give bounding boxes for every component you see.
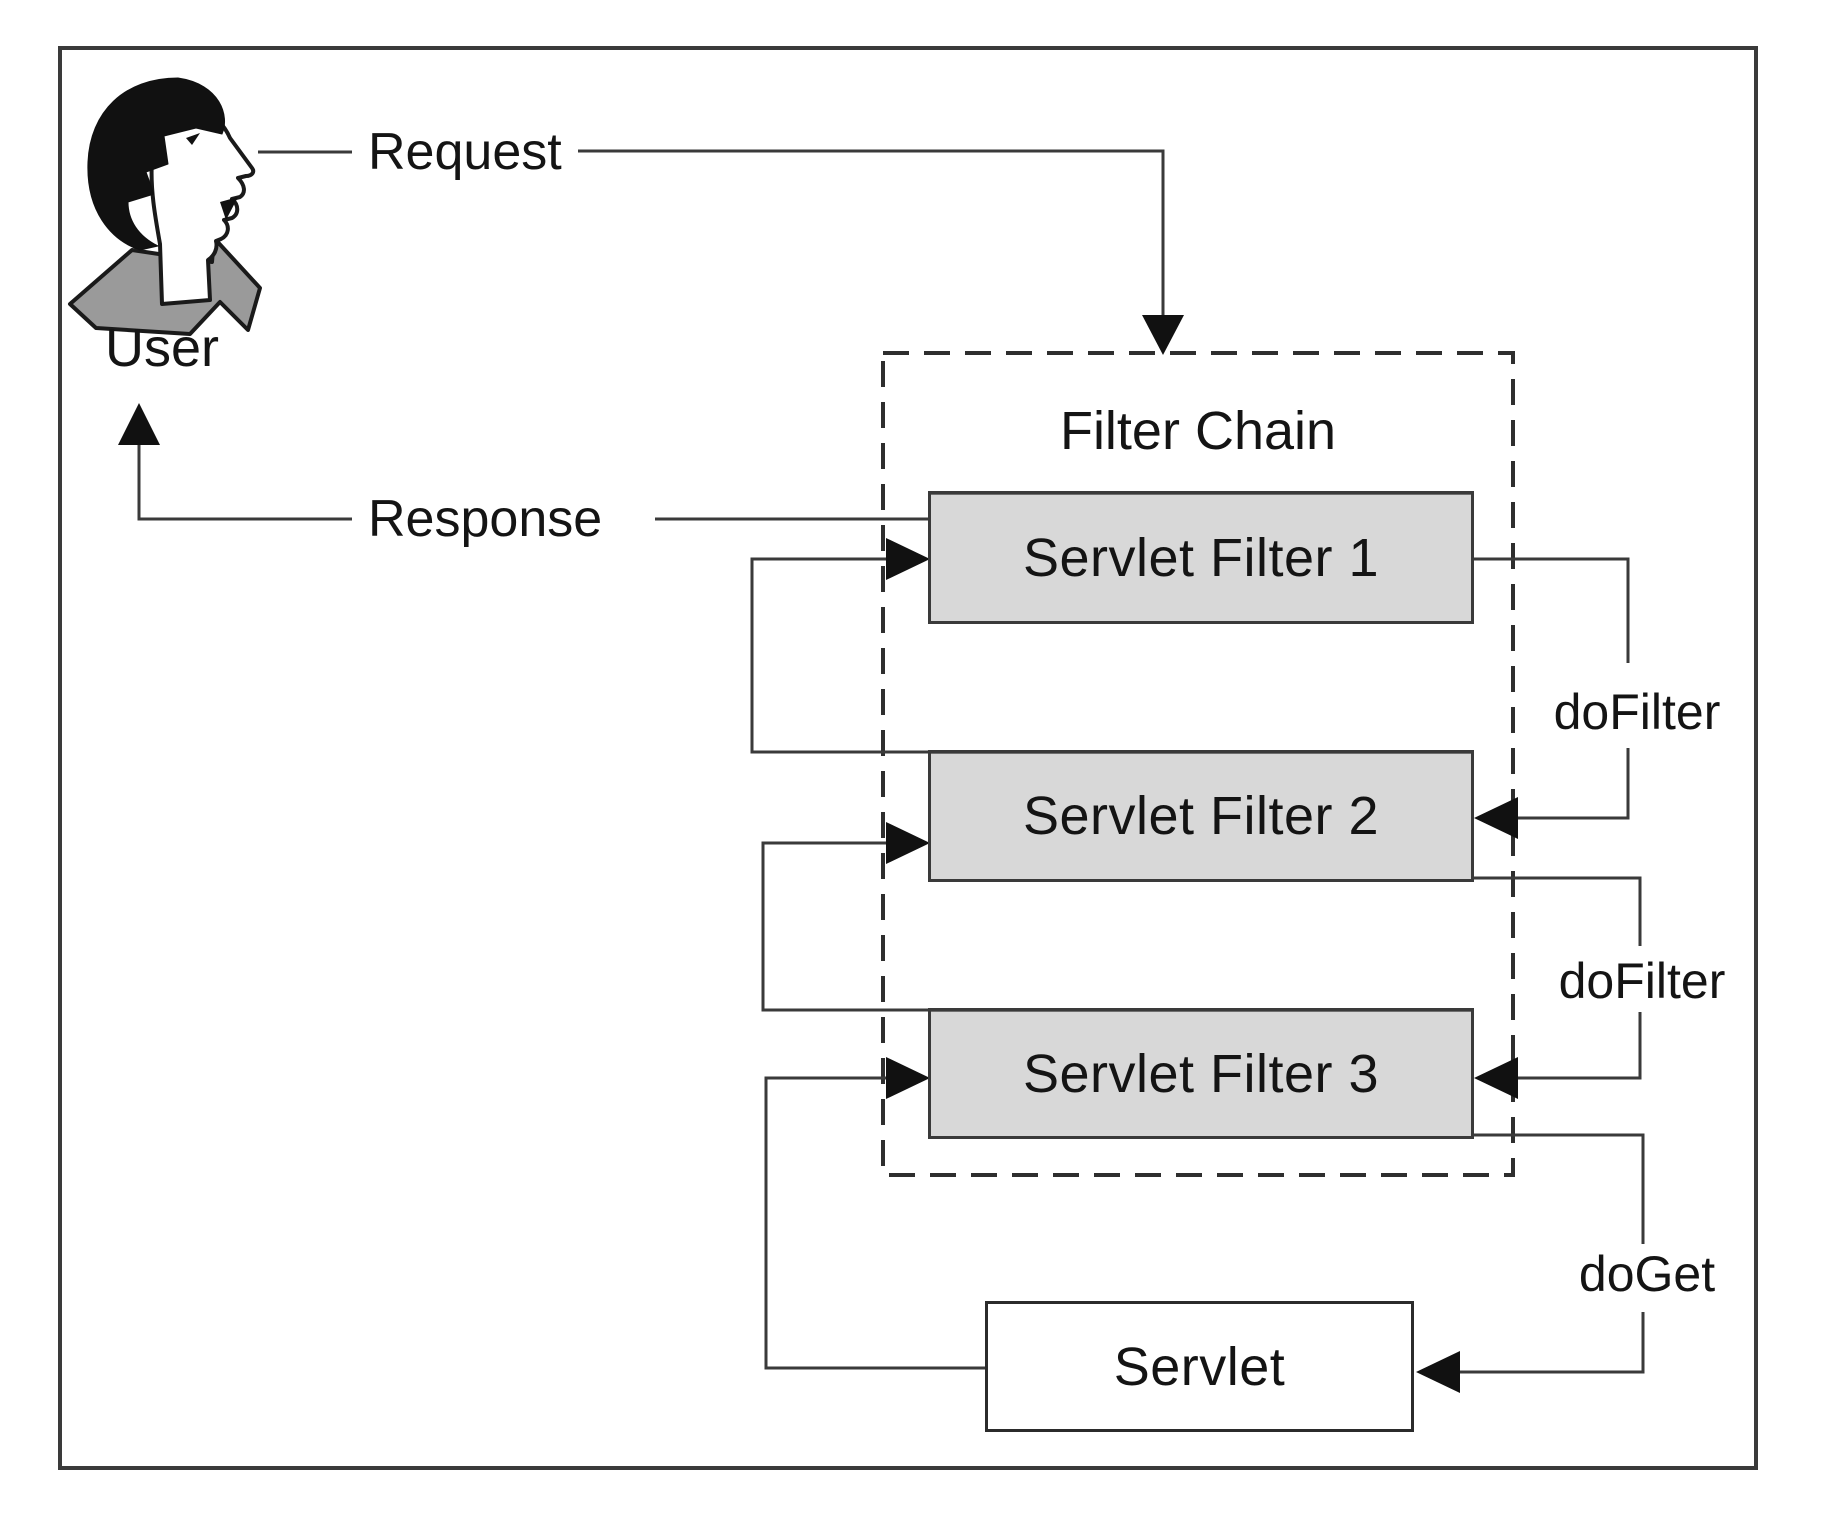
servlet-filter-1-box: Servlet Filter 1 xyxy=(928,491,1474,624)
response-arrow xyxy=(118,403,928,521)
loop-servlet-to-filter3 xyxy=(764,1057,985,1370)
dofilter-label-2: doFilter xyxy=(1558,953,1726,1009)
request-arrow xyxy=(258,149,1184,355)
response-label: Response xyxy=(368,490,603,548)
servlet-filter-3-box: Servlet Filter 3 xyxy=(928,1008,1474,1139)
user-eye-icon xyxy=(186,133,200,145)
doget-path xyxy=(1416,1133,1645,1393)
dofilter-path-2 xyxy=(1474,876,1642,1099)
loop-filter2-to-filter1 xyxy=(750,538,930,754)
filter-chain-title: Filter Chain xyxy=(1059,401,1337,461)
filter-chain-dashed-box xyxy=(881,351,1515,1177)
user-label: User xyxy=(105,318,220,378)
dofilter-path-1 xyxy=(1474,557,1630,839)
doget-label: doGet xyxy=(1578,1246,1716,1302)
servlet-filter-2-box: Servlet Filter 2 xyxy=(928,750,1474,882)
dofilter-label-1: doFilter xyxy=(1553,684,1721,740)
loop-filter3-to-filter2 xyxy=(761,822,930,1012)
servlet-box: Servlet xyxy=(985,1301,1414,1432)
diagram-outer-frame xyxy=(58,46,1758,1470)
user-icon xyxy=(68,77,262,336)
user-hair-icon xyxy=(87,77,226,251)
user-mouth-icon xyxy=(220,197,238,220)
request-label: Request xyxy=(368,123,562,181)
